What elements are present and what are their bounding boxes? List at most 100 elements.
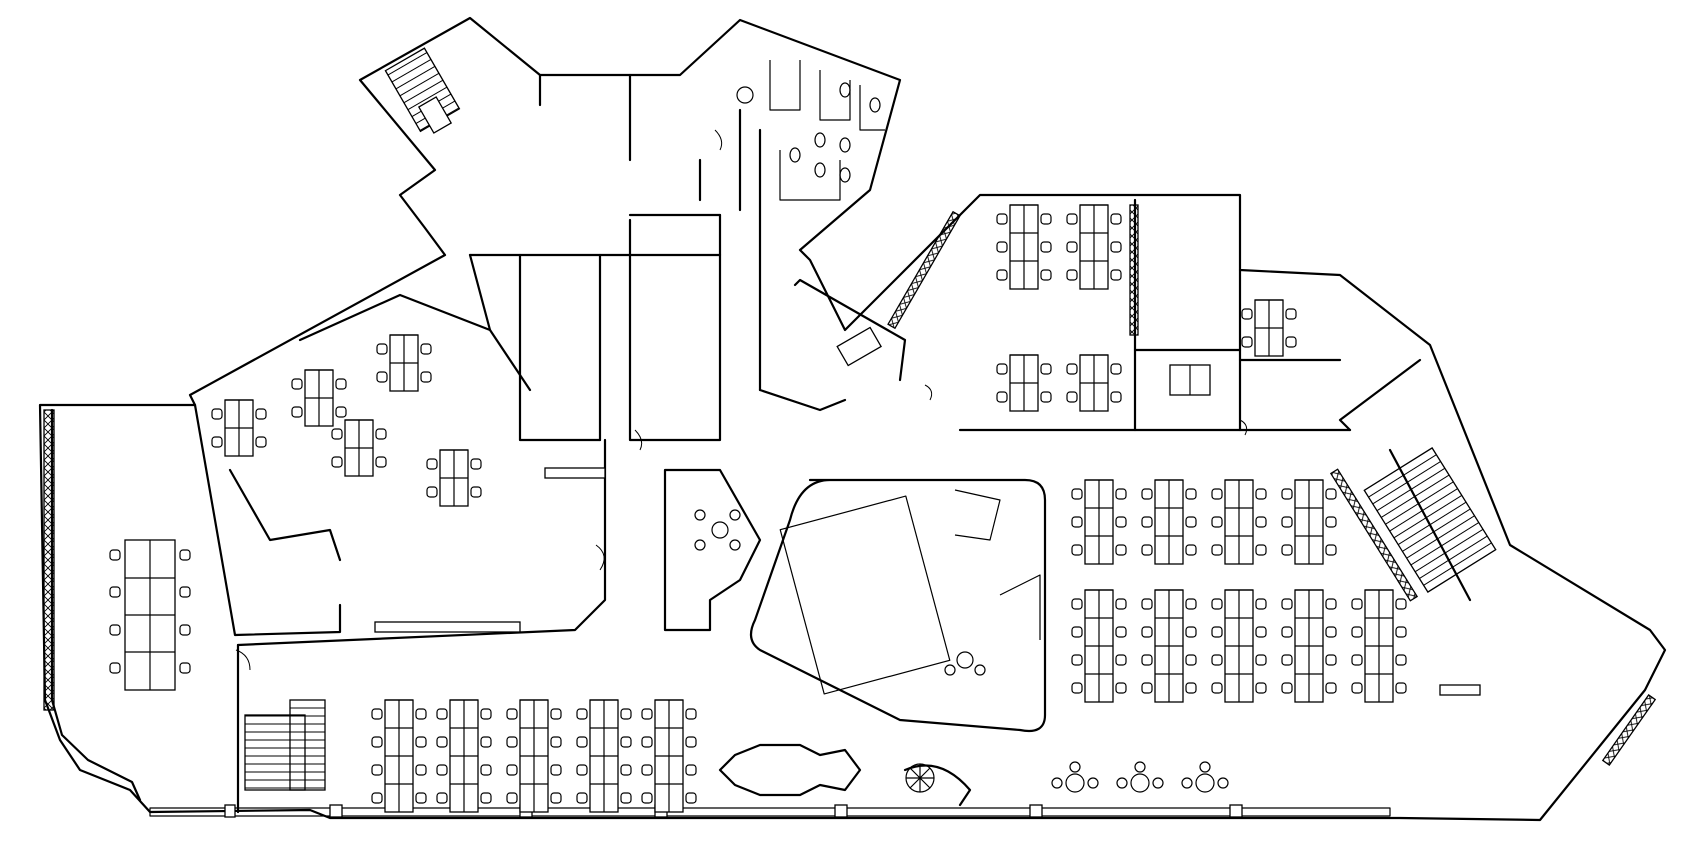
chair (506, 736, 518, 748)
chair (576, 764, 588, 776)
workstation-cluster (996, 204, 1052, 290)
chair (1351, 626, 1363, 638)
workstation-cluster (211, 399, 267, 457)
chair (1211, 654, 1223, 666)
workstation-cluster (1281, 589, 1337, 703)
chair (1185, 682, 1197, 694)
chair (371, 708, 383, 720)
meeting-table-west (124, 539, 176, 691)
chair (1110, 363, 1122, 375)
chair (576, 708, 588, 720)
chair (211, 436, 223, 448)
chair (1071, 682, 1083, 694)
workstation-cluster (1141, 479, 1197, 565)
chair (1040, 391, 1052, 403)
chair (1395, 682, 1407, 694)
chair (1281, 654, 1293, 666)
chair (415, 736, 427, 748)
chair (576, 792, 588, 804)
chair (1211, 626, 1223, 638)
chair (1071, 516, 1083, 528)
workstation-cluster (1066, 204, 1122, 290)
chair (255, 408, 267, 420)
chair (641, 764, 653, 776)
chair (685, 736, 697, 748)
chair (291, 378, 303, 390)
chair (255, 436, 267, 448)
chair (1285, 336, 1297, 348)
chair (1325, 544, 1337, 556)
round-table (1181, 761, 1229, 793)
chair (550, 708, 562, 720)
chair (620, 792, 632, 804)
chair (1071, 488, 1083, 500)
chair (426, 486, 438, 498)
chair (1325, 598, 1337, 610)
chair (179, 549, 191, 561)
chair (109, 624, 121, 636)
chair (179, 586, 191, 598)
round-table (1116, 761, 1164, 793)
workstation-cluster (1351, 589, 1407, 703)
chair (1281, 626, 1293, 638)
chair (1395, 598, 1407, 610)
chair (371, 736, 383, 748)
restroom-block (736, 60, 885, 201)
chair (620, 708, 632, 720)
spiral-stair (903, 763, 972, 807)
chair (375, 456, 387, 468)
workstation-cluster (376, 334, 432, 392)
workstation-cluster (291, 369, 347, 427)
workstation-cluster (1066, 354, 1122, 412)
chair (996, 269, 1008, 281)
bench-row (374, 467, 1481, 696)
chair (335, 406, 347, 418)
chair (1141, 516, 1153, 528)
chair (1115, 516, 1127, 528)
chair (1185, 488, 1197, 500)
chair (470, 486, 482, 498)
chair (550, 792, 562, 804)
chair (1211, 516, 1223, 528)
chair (550, 764, 562, 776)
chair (1281, 598, 1293, 610)
chair (1351, 598, 1363, 610)
chair (1211, 682, 1223, 694)
workstation-cluster (436, 699, 492, 813)
workstation-cluster (371, 699, 427, 813)
chair (179, 662, 191, 674)
glazing-hatch-west (43, 409, 55, 711)
chair (1141, 544, 1153, 556)
glazing-hatch-north (887, 210, 961, 330)
chair (1241, 308, 1253, 320)
chair (1115, 488, 1127, 500)
workstation-cluster (1241, 299, 1297, 357)
chair (1185, 516, 1197, 528)
chair (1115, 598, 1127, 610)
chair (1110, 269, 1122, 281)
chair (470, 458, 482, 470)
chair (685, 792, 697, 804)
workstation-cluster (331, 419, 387, 477)
glazing-hatch-mid (1129, 204, 1139, 336)
chair (550, 736, 562, 748)
chair (1325, 516, 1337, 528)
chair (480, 792, 492, 804)
chair (641, 736, 653, 748)
meeting-table-north (836, 326, 882, 367)
chair (335, 378, 347, 390)
chair (1255, 516, 1267, 528)
workstation-cluster (996, 354, 1052, 412)
workstation-cluster (641, 699, 697, 813)
chair (1115, 654, 1127, 666)
stair-southwest (244, 699, 326, 791)
chair (480, 736, 492, 748)
chair (1141, 654, 1153, 666)
chair (1141, 682, 1153, 694)
chair (1115, 544, 1127, 556)
chair (996, 213, 1008, 225)
chair (211, 408, 223, 420)
chair (685, 708, 697, 720)
exterior-wall (38, 16, 1667, 822)
